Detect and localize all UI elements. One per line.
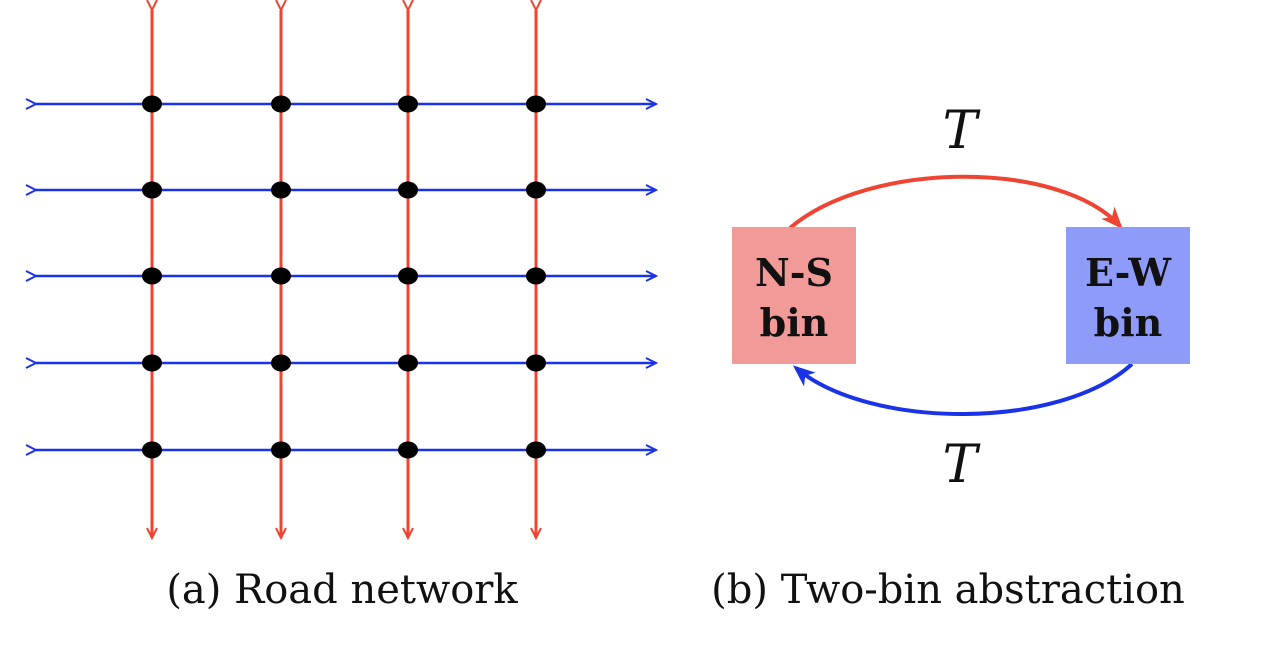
intersection-dot (271, 441, 291, 459)
ew-bin-line2: bin (1094, 300, 1163, 345)
intersection-dot (142, 267, 162, 285)
intersection-dot (526, 181, 546, 199)
ns-to-ew-transition-arrow (788, 174, 1123, 230)
north-south-roads (152, 10, 536, 538)
road-network-caption: (a) Road network (166, 567, 518, 613)
intersection-dot (526, 441, 546, 459)
intersection-dot (271, 354, 291, 372)
intersection-dot (271, 181, 291, 199)
intersection-dot (271, 95, 291, 113)
intersection-dot (398, 267, 418, 285)
intersection-dot (142, 95, 162, 113)
ns-bin-line2: bin (760, 300, 829, 345)
intersection-dot (142, 441, 162, 459)
ew-bin: E-W bin (1066, 227, 1190, 364)
top-transition-label: T (943, 101, 981, 161)
road-network-panel: (a) Road network (36, 10, 656, 613)
intersections (142, 95, 546, 459)
two-bin-caption: (b) Two-bin abstraction (711, 567, 1185, 613)
ns-bin-line1: N-S (755, 250, 833, 295)
intersection-dot (398, 95, 418, 113)
ew-bin-line1: E-W (1085, 250, 1172, 295)
east-west-roads (36, 104, 656, 450)
intersection-dot (526, 95, 546, 113)
intersection-dot (398, 354, 418, 372)
intersection-dot (398, 181, 418, 199)
bottom-transition-label: T (943, 435, 981, 495)
ns-bin-box (732, 227, 856, 364)
intersection-dot (271, 267, 291, 285)
intersection-dot (526, 267, 546, 285)
intersection-dot (142, 354, 162, 372)
two-bin-abstraction-panel: T T N-S bin E-W bin (b) Two-bin abstract… (711, 101, 1190, 613)
intersection-dot (526, 354, 546, 372)
ns-bin: N-S bin (732, 227, 856, 364)
ew-to-ns-transition-arrow (792, 362, 1134, 416)
intersection-dot (142, 181, 162, 199)
intersection-dot (398, 441, 418, 459)
ew-bin-box (1066, 227, 1190, 364)
